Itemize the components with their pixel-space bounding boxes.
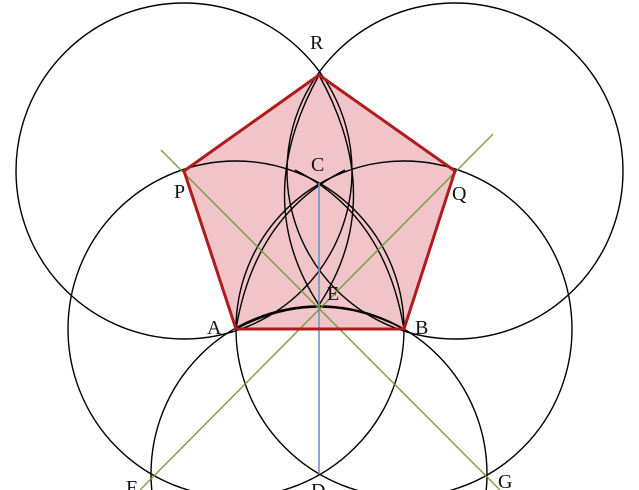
line-p-g bbox=[160, 149, 501, 490]
label-q: Q bbox=[452, 183, 467, 205]
label-a: A bbox=[207, 317, 222, 339]
pentagon-outline bbox=[182, 73, 457, 331]
label-b: B bbox=[415, 317, 428, 339]
line-f-q bbox=[139, 133, 494, 490]
label-e: E bbox=[327, 283, 339, 305]
label-f: F bbox=[126, 477, 137, 490]
arc-a-to-c bbox=[235, 169, 346, 330]
label-d: D bbox=[311, 480, 325, 490]
label-c: C bbox=[311, 154, 324, 176]
label-p: P bbox=[174, 181, 185, 203]
arc-b-to-c bbox=[294, 169, 405, 330]
label-r: R bbox=[310, 32, 324, 54]
label-g: G bbox=[498, 471, 512, 490]
circle-center-q bbox=[286, 2, 624, 340]
lens-arc-left bbox=[283, 74, 320, 306]
lens-arc-right bbox=[318, 74, 355, 306]
